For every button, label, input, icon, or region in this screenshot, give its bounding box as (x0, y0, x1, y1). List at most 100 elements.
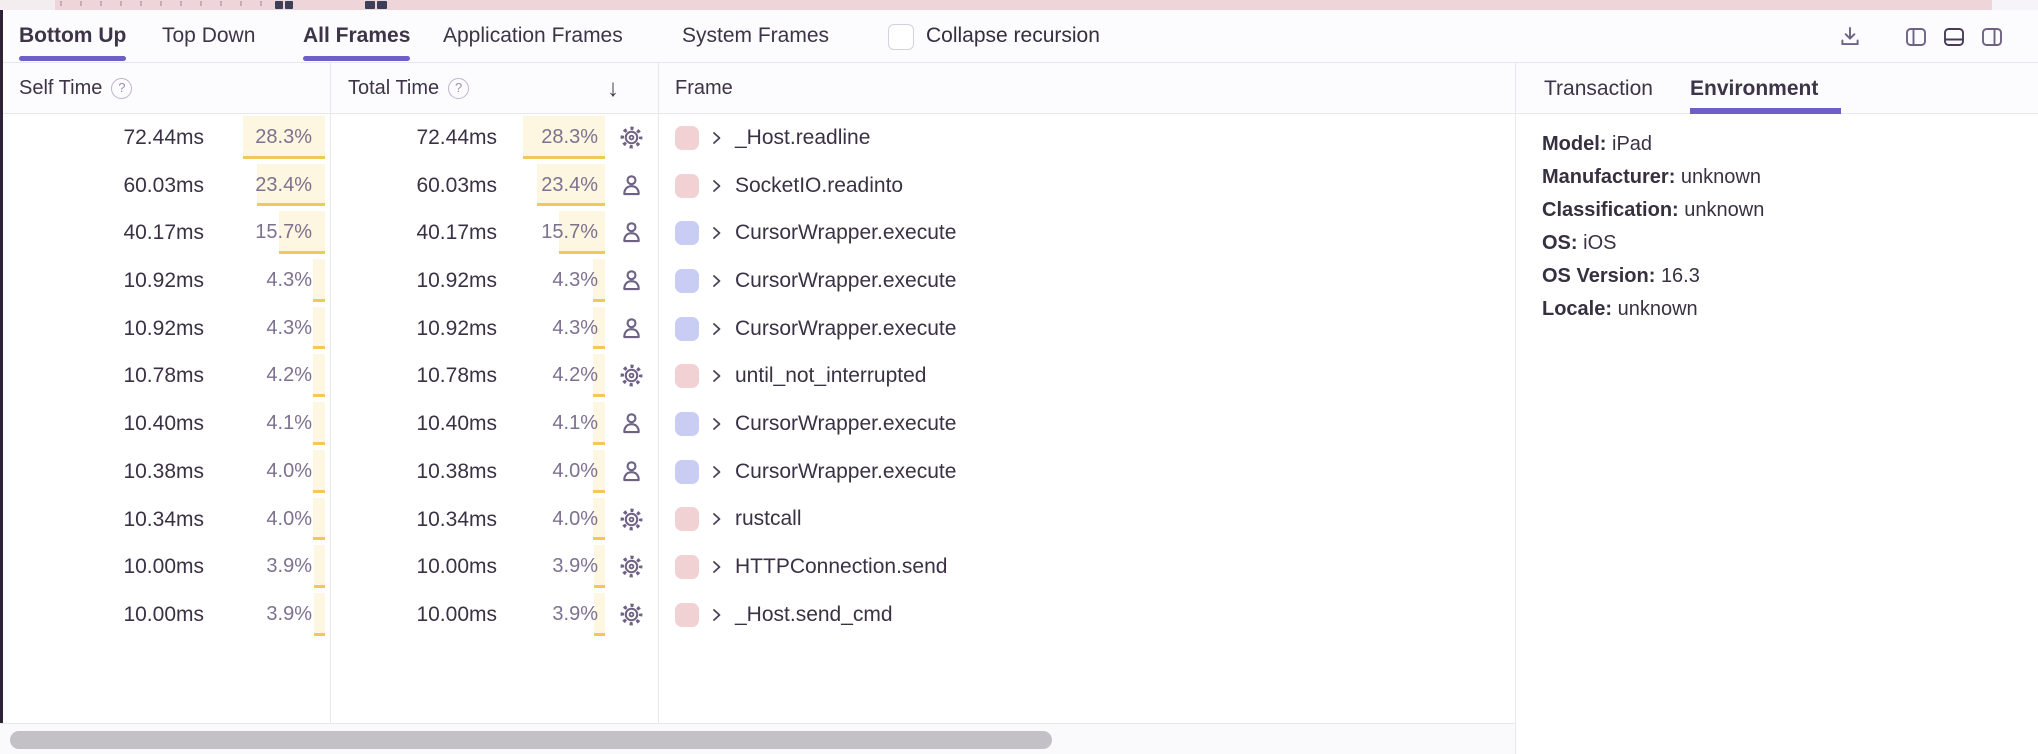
table-row[interactable]: 40.17ms 15.7% 40.17ms 15.7% CursorWrappe… (0, 209, 1515, 257)
total-time-value: 10.00ms (416, 555, 497, 579)
self-pct-value: 15.7% (255, 221, 312, 244)
chevron-right-icon[interactable] (712, 369, 722, 383)
user-icon (618, 410, 645, 437)
table-row[interactable]: 10.38ms 4.0% 10.38ms 4.0% CursorWrapper.… (0, 448, 1515, 496)
tab-transaction[interactable]: Transaction (1544, 77, 1653, 100)
panel-right-icon[interactable] (1979, 24, 2005, 50)
tab-environment[interactable]: Environment (1690, 77, 1819, 100)
horizontal-scrollbar[interactable] (0, 723, 1515, 754)
self-pct-value: 3.9% (266, 602, 312, 625)
user-icon (618, 219, 645, 246)
total-pct-value: 4.3% (552, 316, 598, 339)
self-time-value: 60.03ms (123, 173, 204, 197)
panel-divider[interactable] (1515, 62, 1516, 754)
tab-top-down[interactable]: Top Down (162, 24, 256, 47)
self-time-cell: 72.44ms 28.3% (0, 114, 330, 162)
self-pct-value: 28.3% (255, 126, 312, 148)
frame-name: HTTPConnection.send (735, 555, 948, 579)
tab-all-frames[interactable]: All Frames (303, 10, 411, 62)
self-time-value: 10.00ms (123, 602, 204, 626)
chevron-right-icon[interactable] (712, 322, 722, 336)
field-value: 16.3 (1660, 265, 1700, 287)
self-pct-bar (312, 354, 325, 398)
self-pct-bar (242, 116, 325, 159)
self-time-cell: 10.92ms 4.3% (0, 305, 330, 353)
scrollbar-thumb[interactable] (10, 731, 1052, 749)
total-pct-bar (522, 116, 605, 159)
self-time-cell: 60.03ms 23.4% (0, 162, 330, 210)
panel-bottom-icon[interactable] (1941, 24, 1967, 50)
table-row[interactable]: 10.92ms 4.3% 10.92ms 4.3% CursorWrapper.… (0, 257, 1515, 305)
table-row[interactable]: 10.34ms 4.0% 10.34ms 4.0% rustcall (0, 496, 1515, 544)
self-time-value: 10.92ms (123, 269, 204, 293)
total-time-value: 10.00ms (416, 602, 497, 626)
frame-cell: HTTPConnection.send (658, 543, 1515, 591)
self-time-value: 10.92ms (123, 316, 204, 340)
field-label: Classification: (1542, 199, 1679, 221)
panel-left-icon[interactable] (1903, 24, 1929, 50)
chevron-right-icon[interactable] (712, 274, 722, 288)
table-row[interactable]: 72.44ms 28.3% 72.44ms 28.3% _Host.readli… (0, 114, 1515, 162)
frame-name: CursorWrapper.execute (735, 221, 957, 245)
table-row[interactable]: 10.78ms 4.2% 10.78ms 4.2% until_not_inte… (0, 352, 1515, 400)
total-time-value: 10.92ms (416, 269, 497, 293)
frame-color-swatch (675, 459, 699, 484)
frame-color-swatch (675, 602, 699, 627)
self-time-cell: 40.17ms 15.7% (0, 209, 330, 257)
chevron-right-icon[interactable] (712, 417, 722, 431)
frame-color-swatch (675, 411, 699, 436)
frame-header: Frame (675, 77, 733, 99)
self-pct-bar (313, 592, 325, 636)
table-row[interactable]: 10.00ms 3.9% 10.00ms 3.9% _Host.send_cmd (0, 591, 1515, 639)
total-time-value: 40.17ms (416, 221, 497, 245)
self-time-value: 72.44ms (123, 126, 204, 149)
self-pct-value: 4.3% (266, 316, 312, 339)
flamegraph-minimap-sliver (0, 0, 2038, 10)
field-label: Locale: (1542, 298, 1613, 320)
download-icon[interactable] (1837, 24, 1863, 50)
field-label: OS: (1542, 232, 1578, 254)
chevron-right-icon[interactable] (712, 465, 722, 479)
table-row[interactable]: 10.00ms 3.9% 10.00ms 3.9% HTTPConnection… (0, 543, 1515, 591)
field-value: unknown (1680, 166, 1761, 188)
self-time-cell: 10.78ms 4.2% (0, 352, 330, 400)
tab-system-frames[interactable]: System Frames (682, 24, 830, 47)
self-time-value: 10.78ms (123, 364, 204, 388)
frame-cell: CursorWrapper.execute (658, 400, 1515, 448)
self-time-cell: 10.00ms 3.9% (0, 543, 330, 591)
total-pct-value: 3.9% (552, 555, 598, 578)
chevron-right-icon[interactable] (712, 131, 722, 145)
tab-application-frames[interactable]: Application Frames (443, 24, 623, 47)
collapse-recursion-checkbox[interactable] (888, 24, 914, 50)
total-time-cell: 10.00ms 3.9% (330, 543, 658, 591)
total-pct-bar (559, 211, 605, 255)
column-divider[interactable] (658, 62, 659, 723)
chevron-right-icon[interactable] (712, 560, 722, 574)
chevron-right-icon[interactable] (712, 226, 722, 240)
sort-down-icon[interactable]: ↓ (607, 75, 619, 102)
table-row[interactable]: 60.03ms 23.4% 60.03ms 23.4% SocketIO.rea… (0, 162, 1515, 210)
column-divider[interactable] (330, 62, 331, 723)
chevron-right-icon[interactable] (712, 512, 722, 526)
help-icon[interactable]: ? (448, 78, 470, 99)
frame-cell: CursorWrapper.execute (658, 257, 1515, 305)
collapse-recursion-label[interactable]: Collapse recursion (926, 24, 1100, 47)
minimap-band (55, 0, 1992, 10)
total-pct-value: 23.4% (541, 173, 598, 196)
total-pct-value: 4.3% (552, 269, 598, 292)
self-pct-value: 4.3% (266, 269, 312, 292)
tab-bottom-up[interactable]: Bottom Up (19, 10, 127, 62)
chevron-right-icon[interactable] (712, 179, 722, 193)
field-value: unknown (1684, 199, 1765, 221)
table-row[interactable]: 10.40ms 4.1% 10.40ms 4.1% CursorWrapper.… (0, 400, 1515, 448)
minimap-mark (285, 1, 293, 9)
total-time-cell: 10.38ms 4.0% (330, 448, 658, 496)
self-time-cell: 10.40ms 4.1% (0, 400, 330, 448)
user-icon (618, 458, 645, 485)
self-pct-value: 3.9% (266, 555, 312, 578)
help-icon[interactable]: ? (111, 78, 133, 99)
chevron-right-icon[interactable] (712, 608, 722, 622)
table-row[interactable]: 10.92ms 4.3% 10.92ms 4.3% CursorWrapper.… (0, 305, 1515, 353)
total-pct-value: 4.0% (552, 507, 598, 530)
total-time-value: 10.40ms (416, 412, 497, 436)
